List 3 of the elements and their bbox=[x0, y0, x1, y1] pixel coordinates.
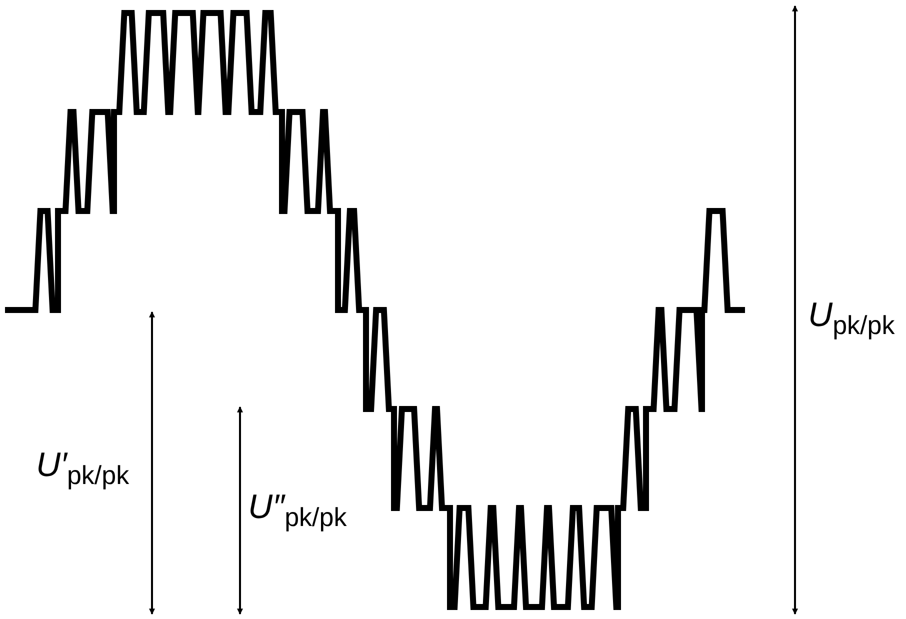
voltage-label: U′$_{pk/pk}$ bbox=[36, 448, 130, 488]
voltage-label: U″$_{pk/pk}$ bbox=[248, 490, 347, 530]
voltage-label: U$_{pk/pk}$ bbox=[808, 298, 895, 338]
